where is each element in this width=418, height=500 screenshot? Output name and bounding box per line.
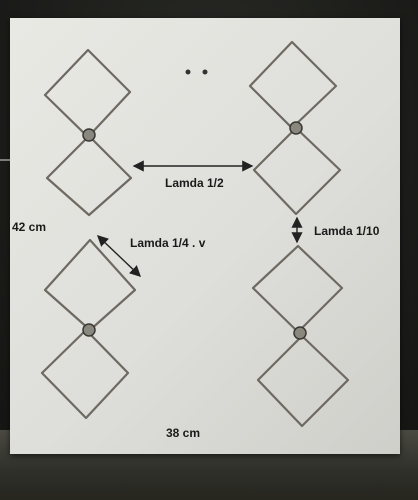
loop-bottom-right-lower	[256, 334, 350, 428]
loop-bottom-right-upper	[251, 244, 344, 334]
lambda-quarter-arrow	[96, 235, 142, 277]
antenna-board	[10, 18, 400, 454]
loop-bottom-left-lower	[40, 328, 130, 420]
loop-top-left-lower	[45, 134, 133, 217]
loop-bottom-left-upper	[43, 238, 137, 332]
feed-bolts	[82, 121, 307, 340]
lambda-half-label: Lamda 1/2	[165, 176, 224, 190]
feed-bolt	[82, 323, 96, 337]
width-label: 38 cm	[166, 426, 201, 440]
board-hole	[202, 69, 208, 75]
board-hole	[185, 69, 191, 75]
loop-top-right-upper	[248, 40, 338, 130]
height-label: 42 cm	[12, 220, 47, 234]
feed-bolt	[82, 128, 96, 142]
loop-top-left-upper	[43, 48, 132, 139]
loop-top-right-lower	[252, 126, 342, 216]
feed-bolt	[293, 326, 307, 340]
feed-bolt	[289, 121, 303, 135]
lambda-tenth-label: Lamda 1/10	[314, 224, 380, 238]
lambda-quarter-label: Lamda 1/4 . v	[130, 236, 206, 250]
